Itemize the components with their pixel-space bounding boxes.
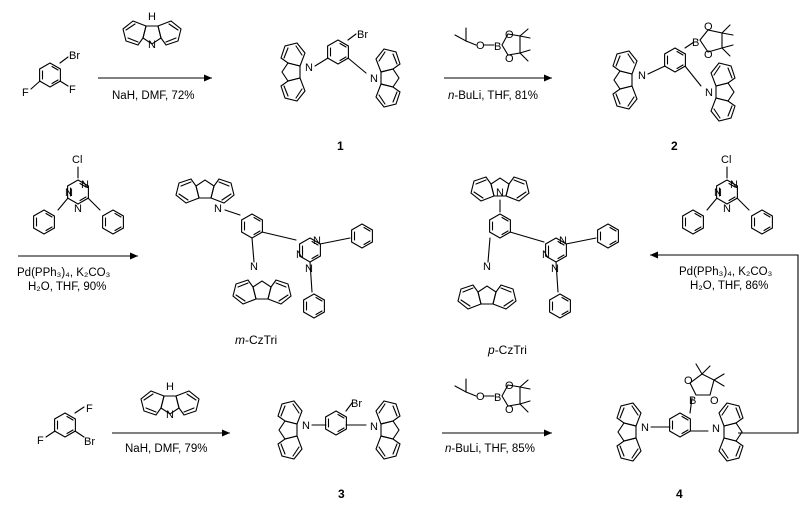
atom-n: N	[370, 421, 378, 433]
reagent-ipr-bpin-2: O B O O	[454, 378, 531, 416]
atom-b: B	[689, 395, 696, 407]
atom-n: N	[551, 263, 559, 275]
compound-4-label: 4	[676, 487, 683, 501]
atom-n: N	[148, 39, 156, 51]
atom-n: N	[214, 203, 222, 215]
atom-f: F	[86, 403, 93, 415]
atom-h: H	[166, 381, 174, 393]
compound-3-label: 3	[338, 487, 345, 501]
atom-b: B	[494, 41, 501, 53]
atom-o: O	[505, 404, 514, 416]
atom-n: N	[302, 420, 310, 432]
atom-n: N	[542, 249, 550, 261]
reagent-chlorotriazine-1: Cl N N N	[33, 154, 124, 235]
start-material-1: Br F F	[22, 50, 80, 99]
atom-br: Br	[69, 50, 80, 62]
atom-n: N	[714, 187, 722, 199]
compound-4-structure: B O O N N	[616, 363, 744, 462]
arrowhead	[544, 429, 552, 437]
atom-b: B	[494, 392, 501, 404]
step-3-line2: H₂O, THF, 90%	[28, 281, 106, 293]
reaction-arrow-4	[650, 254, 799, 434]
arrowhead	[204, 74, 212, 82]
atom-h: H	[148, 11, 156, 23]
atom-n: N	[166, 409, 174, 421]
atom-f: F	[37, 435, 44, 447]
atom-o: O	[505, 380, 514, 392]
step-6-conditions: n-BuLi, THF, 85%	[445, 443, 535, 455]
arrowhead	[544, 74, 552, 82]
atom-br: Br	[84, 436, 95, 448]
atom-n: N	[730, 179, 738, 191]
atom-o: O	[704, 21, 713, 33]
atom-br: Br	[351, 398, 362, 410]
step-4-line1: Pd(PPh₃)₄, K₂CO₃	[679, 266, 773, 278]
atom-b: B	[692, 37, 699, 49]
atom-n: N	[370, 73, 378, 85]
compound-1-label: 1	[337, 139, 344, 153]
reagent-ipr-bpin-1: O B O O	[454, 27, 531, 65]
atom-o: O	[704, 49, 713, 61]
step-4-line2: H₂O, THF, 86%	[690, 280, 768, 292]
atom-o: O	[476, 391, 485, 403]
compound-2-label: 2	[671, 139, 678, 153]
step-5-conditions: NaH, DMF, 79%	[125, 443, 207, 455]
atom-n: N	[305, 62, 313, 74]
step-2-conditions: n-BuLi, THF, 81%	[448, 90, 538, 102]
atom-n: N	[496, 187, 504, 199]
atom-n: N	[313, 235, 321, 247]
compound-2-structure: B O O N N	[612, 21, 736, 122]
atom-n: N	[559, 235, 567, 247]
atom-o: O	[710, 395, 719, 407]
atom-n: N	[74, 203, 82, 215]
arrowhead	[650, 251, 658, 259]
atom-n: N	[712, 423, 720, 435]
atom-o: O	[505, 29, 514, 41]
compound-3-structure: Br N N	[277, 398, 401, 460]
atom-o: O	[684, 375, 693, 387]
atom-n: N	[641, 422, 649, 434]
atom-n: N	[305, 263, 313, 275]
start-material-2: F Br F	[37, 403, 95, 448]
p-cztri-label: p-CzTri	[487, 343, 527, 357]
atom-n: N	[705, 87, 713, 99]
atom-n: N	[296, 249, 304, 261]
atom-n: N	[250, 261, 258, 273]
m-cztri-structure: N N N N N	[175, 178, 373, 319]
m-cztri-label: m-CzTri	[235, 333, 277, 347]
step-3-line1: Pd(PPh₃)₄, K₂CO₃	[17, 267, 111, 279]
atom-n: N	[65, 187, 73, 199]
atom-f: F	[69, 84, 76, 96]
atom-br: Br	[357, 29, 368, 41]
atom-o: O	[505, 53, 514, 65]
atom-o: O	[476, 40, 485, 52]
arrowhead	[222, 429, 230, 437]
atom-n: N	[638, 70, 646, 82]
step-1-conditions: NaH, DMF, 72%	[112, 90, 194, 102]
atom-n: N	[723, 203, 731, 215]
atom-n: N	[81, 179, 89, 191]
atom-cl: Cl	[72, 154, 82, 166]
reagent-carbazole-1: H N	[122, 11, 182, 51]
compound-1-structure: Br N N	[280, 29, 401, 108]
atom-cl: Cl	[721, 154, 731, 166]
atom-n: N	[483, 261, 491, 273]
arrowhead	[130, 252, 138, 260]
p-cztri-structure: N N N N N	[457, 176, 619, 319]
reagent-chlorotriazine-2: Cl N N N	[682, 154, 773, 235]
reagent-carbazole-2: H N	[140, 381, 200, 421]
atom-f: F	[22, 87, 29, 99]
